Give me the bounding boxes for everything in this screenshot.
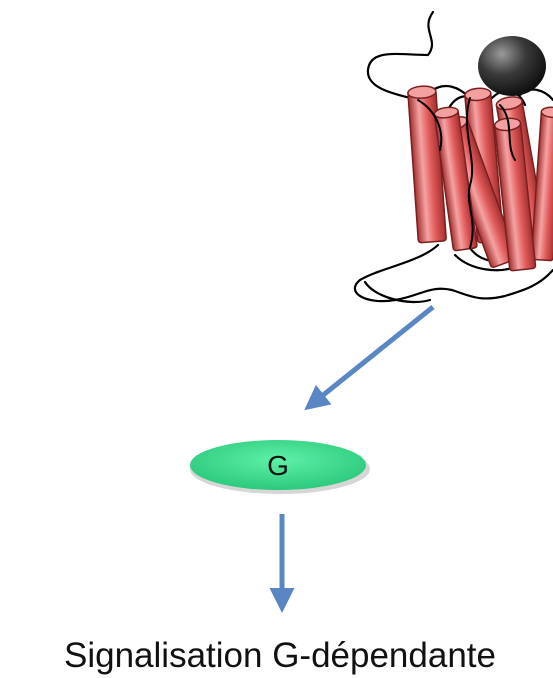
helix-7 xyxy=(433,106,478,252)
output-label: Signalisation G-dépendante xyxy=(64,636,496,675)
helix-4 xyxy=(530,106,553,262)
receptor-overlay-loops xyxy=(417,97,516,249)
g-protein-label: G xyxy=(267,450,289,481)
arrow-receptor-to-g xyxy=(304,305,435,411)
gpcr-receptor-icon xyxy=(353,10,553,304)
ligand-sphere-icon xyxy=(478,36,546,96)
g-protein-node: G xyxy=(190,440,370,494)
receptor-helices xyxy=(407,85,553,272)
